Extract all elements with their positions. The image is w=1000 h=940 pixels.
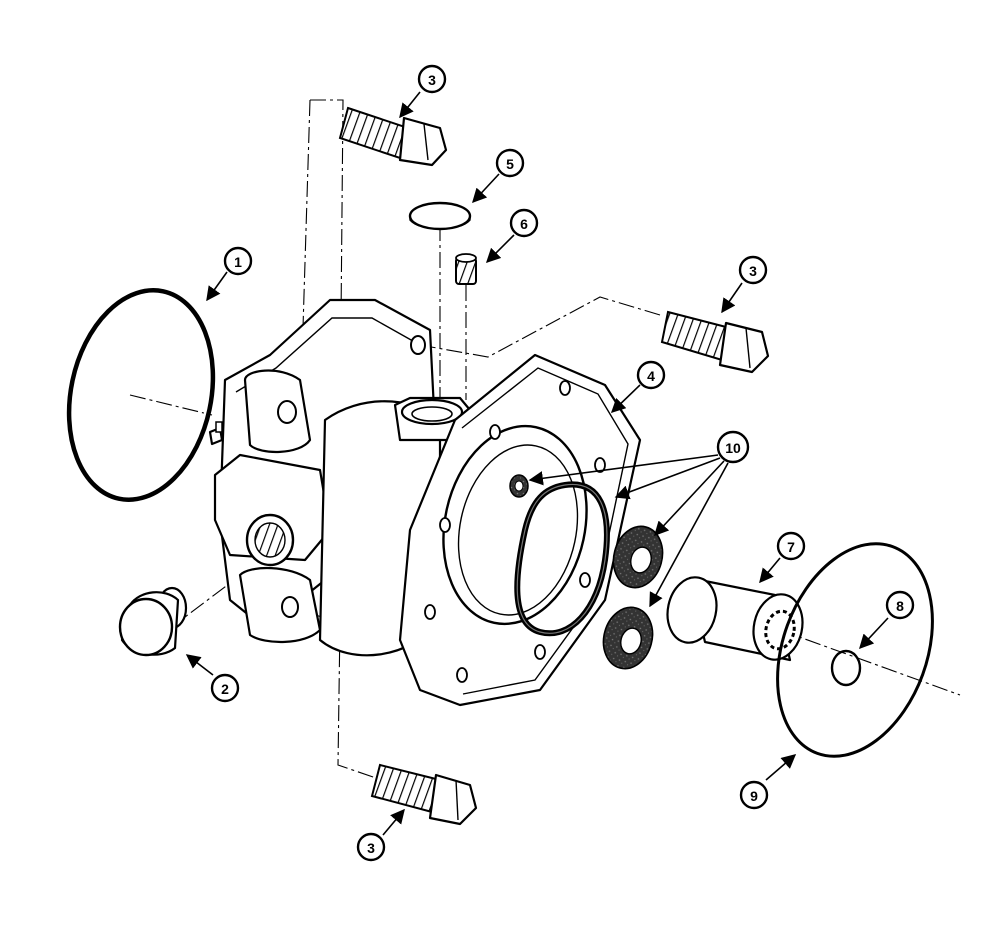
part-7-coupling: [666, 576, 804, 662]
callout-8: 8: [885, 590, 915, 620]
callout-5: 5: [495, 148, 525, 178]
part-3-bolt-top: [338, 106, 448, 167]
callout-4-label: 4: [647, 368, 655, 384]
part-3-bolt-right: [660, 310, 770, 374]
part-10-seals: [509, 474, 664, 670]
pump-housing: [208, 298, 472, 657]
callout-2-label: 2: [221, 681, 229, 697]
leader-arrows: [185, 91, 889, 836]
part-9-o-ring: [776, 542, 934, 758]
callout-9: 9: [739, 780, 769, 810]
callout-8-label: 8: [896, 598, 904, 614]
part-1-o-ring: [66, 288, 216, 502]
callout-3-top: 3: [417, 64, 447, 94]
part-8-small-o-ring: [830, 649, 862, 687]
callout-1: 1: [223, 246, 253, 276]
callout-6: 6: [509, 208, 539, 238]
callout-10: 10: [716, 430, 750, 464]
callout-3-bottom: 3: [356, 832, 386, 862]
callout-9-label: 9: [750, 788, 758, 804]
callout-5-label: 5: [506, 156, 514, 172]
callout-1-label: 1: [234, 254, 242, 270]
callout-6-label: 6: [520, 216, 528, 232]
callout-3-right-label: 3: [749, 263, 757, 279]
part-6-set-screw: [455, 253, 477, 285]
callout-7: 7: [776, 531, 806, 561]
part-3-bolt-bottom: [370, 763, 478, 826]
part-2-plug: [118, 586, 188, 657]
part-4-flange-plate: [398, 353, 642, 707]
callout-3-bottom-label: 3: [367, 840, 375, 856]
callout-2: 2: [210, 673, 240, 703]
part-5-cap: [408, 201, 472, 231]
callout-3-right: 3: [738, 255, 768, 285]
callout-7-label: 7: [787, 539, 795, 555]
callout-4: 4: [636, 360, 666, 390]
callout-10-label: 10: [725, 440, 741, 456]
callout-3-top-label: 3: [428, 72, 436, 88]
